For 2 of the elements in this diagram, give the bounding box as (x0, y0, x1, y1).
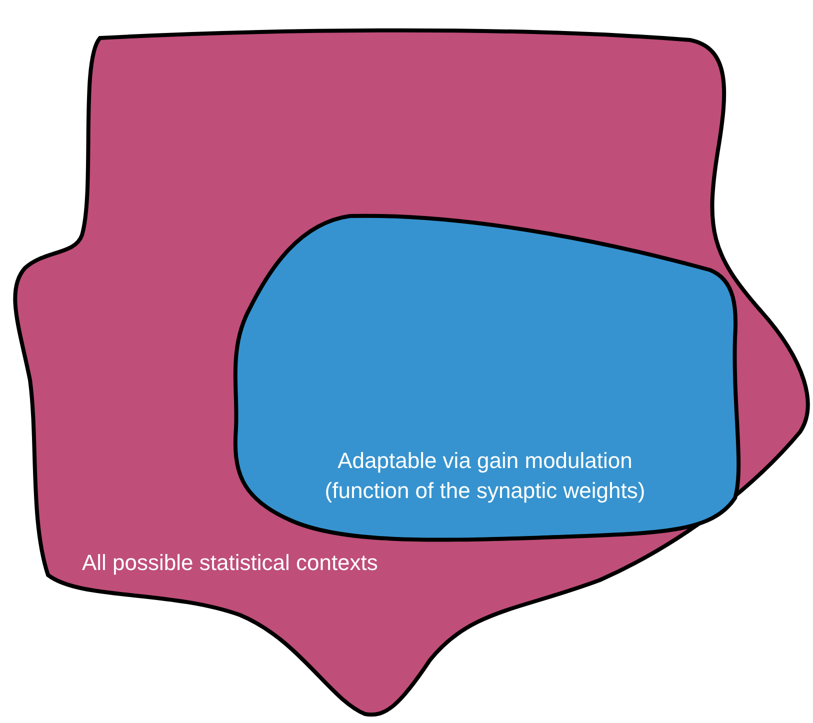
region-label: All possible statistical contexts (82, 549, 379, 577)
region-label: Adaptable via gain modulation (function of the synaptic weights) (324, 447, 646, 505)
